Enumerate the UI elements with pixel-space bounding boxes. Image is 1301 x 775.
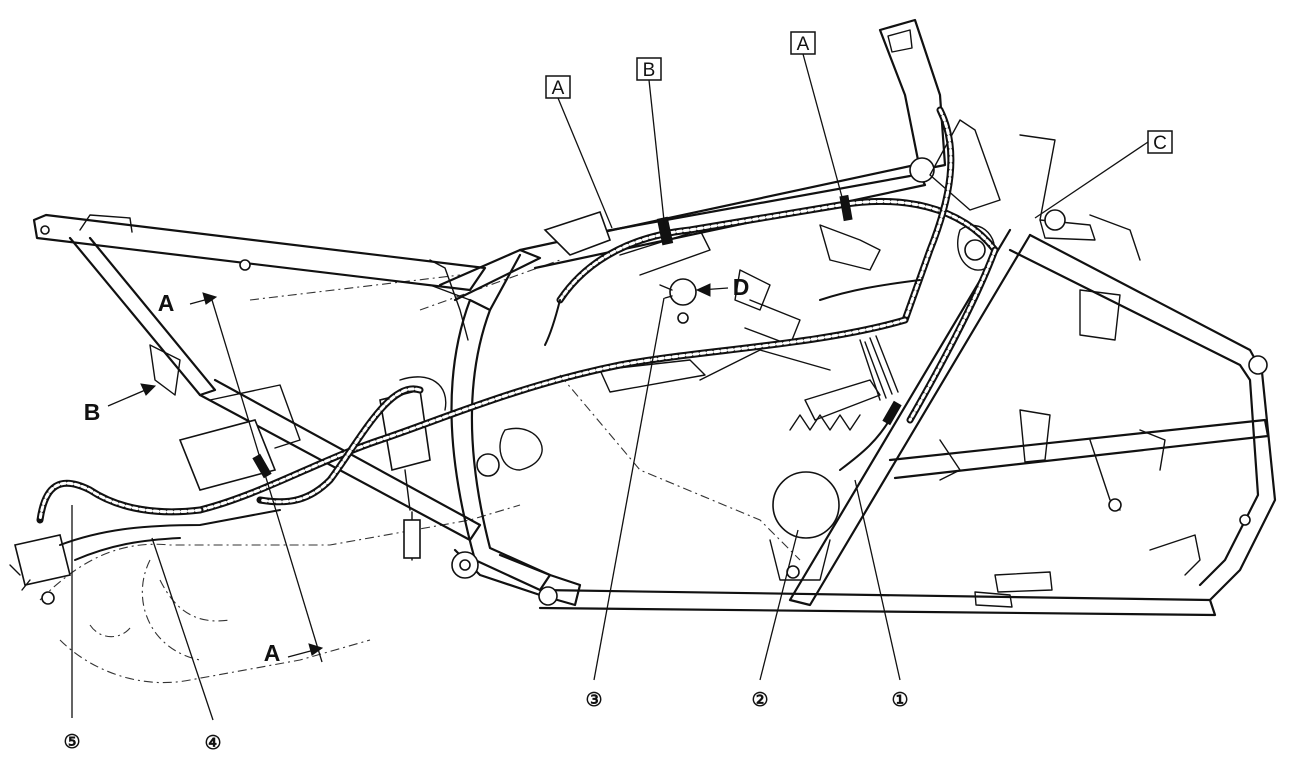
arrow-a-top-text: A [158, 290, 175, 316]
box-a-right-text: A [797, 34, 810, 55]
callout-3: ③ [585, 297, 665, 711]
callout-2: ② [751, 529, 799, 711]
view-arrow-d: D [695, 274, 750, 300]
view-arrow-b: B [84, 383, 157, 425]
callout-5-text: ⑤ [63, 732, 80, 753]
view-arrow-a-bottom: A [264, 640, 324, 666]
callout-3-text: ③ [585, 690, 602, 711]
frame-components [9, 209, 1066, 605]
coupler-part [659, 278, 697, 324]
box-label-a-left: A [545, 75, 613, 229]
wiring-harness [36, 106, 999, 561]
callout-2-text: ② [751, 690, 768, 711]
callout-5: ⑤ [63, 505, 81, 753]
callout-1-text: ① [891, 690, 908, 711]
box-b-text: B [643, 60, 656, 81]
box-label-a-right: A [790, 31, 846, 209]
box-a-left-text: A [552, 78, 565, 99]
arrow-a-bottom-text: A [264, 640, 281, 666]
motorcycle-frame [32, 18, 1277, 617]
callout-4-text: ④ [204, 733, 221, 754]
section-line-a [211, 299, 323, 663]
box-label-b: B [636, 57, 666, 231]
callout-1: ① [854, 479, 909, 711]
box-label-c: C [1034, 130, 1173, 219]
swingarm-ghost-outline [39, 259, 801, 684]
callout-4: ④ [151, 537, 222, 754]
arrow-d-text: D [733, 274, 750, 300]
arrow-b-text: B [84, 399, 101, 425]
box-c-text: C [1153, 133, 1167, 154]
view-arrow-a-top: A [158, 290, 218, 316]
round-tank [772, 471, 840, 539]
